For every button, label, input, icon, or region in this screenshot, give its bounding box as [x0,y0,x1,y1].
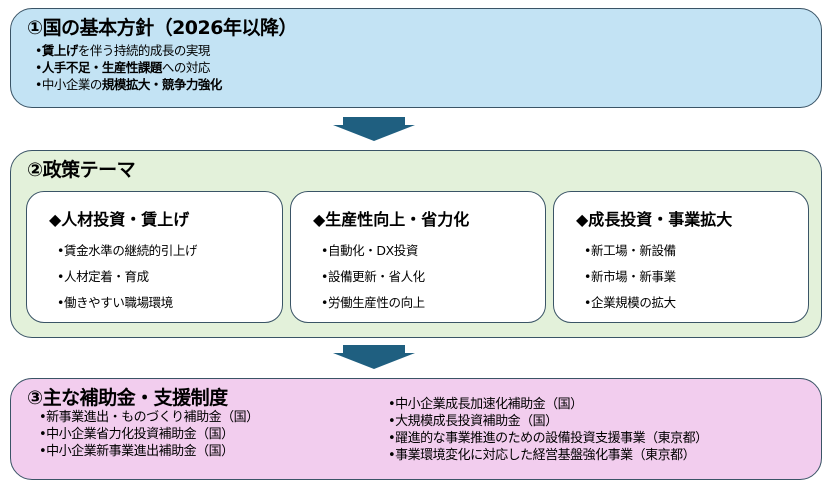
subsidy-item: •中小企業成長加速化補助金（国） [388,397,583,412]
list-item: •新工場・新設備 [584,243,676,258]
emphasis-text: 規模拡大・競争力強化 [101,77,223,92]
subsidy-item: •大規模成長投資補助金（国） [388,414,558,429]
card-title: ◆生産性向上・省力化 [313,210,470,229]
subsidy-item: •事業環境変化に対応した経営基盤強化事業（東京都） [388,448,696,463]
policy-list: •賃上げを伴う持続的成長の実現 •人手不足・生産性課題への対応 •中小企業の規模… [35,42,222,93]
section-title: ②政策テーマ [27,159,136,181]
list-item: •賃金水準の継続的引上げ [57,243,198,258]
text: •中小企業の [35,77,102,92]
down-arrow-icon [333,117,415,141]
text: を伴う持続的成長の実現 [77,43,211,58]
text: • [35,43,42,58]
subsidy-list-right: •中小企業成長加速化補助金（国） •大規模成長投資補助金（国） •躍進的な事業推… [388,396,708,464]
list-item: •新市場・新事業 [584,269,676,284]
section-national-policy: ①国の基本方針（2026年以降） •賃上げを伴う持続的成長の実現 •人手不足・生… [10,8,822,108]
policy-item: •人手不足・生産性課題への対応 [35,59,222,76]
theme-card: ◆成長投資・事業拡大 •新工場・新設備 •新市場・新事業 •企業規模の拡大 [553,191,809,323]
policy-item: •中小企業の規模拡大・競争力強化 [35,76,222,93]
section-policy-themes: ②政策テーマ ◆人材投資・賃上げ •賃金水準の継続的引上げ •人材定着・育成 •働き… [10,150,822,338]
list-item: •労働生産性の向上 [321,295,425,310]
emphasis-text: 賃上げ [41,43,79,58]
policy-item: •賃上げを伴う持続的成長の実現 [35,42,222,59]
subsidy-item: •新事業進出・ものづくり補助金（国） [39,410,259,425]
down-arrow-icon [333,345,415,369]
subsidy-list-left: •新事業進出・ものづくり補助金（国） •中小企業省力化投資補助金（国） •中小企… [39,409,259,460]
list-item: •自動化・DX投資 [321,243,418,258]
card-title: ◆人材投資・賃上げ [49,210,190,229]
list-item: •設備更新・省人化 [321,269,425,284]
text: • [35,60,42,75]
list-item: •企業規模の拡大 [584,295,676,310]
list-item: •人材定着・育成 [57,269,149,284]
section-title: ③主な補助金・支援制度 [27,387,228,409]
subsidy-item: •中小企業省力化投資補助金（国） [39,427,234,442]
list-item: •働きやすい職場環境 [57,295,173,310]
subsidy-item: •躍進的な事業推進のための設備投資支援事業（東京都） [388,431,708,446]
theme-card: ◆生産性向上・省力化 •自動化・DX投資 •設備更新・省人化 •労働生産性の向上 [290,191,546,323]
card-title: ◆成長投資・事業拡大 [576,210,733,229]
section-subsidies: ③主な補助金・支援制度 •新事業進出・ものづくり補助金（国） •中小企業省力化投… [10,378,822,480]
section-title: ①国の基本方針（2026年以降） [27,17,297,39]
theme-card: ◆人材投資・賃上げ •賃金水準の継続的引上げ •人材定着・育成 •働きやすい職場環境 [26,191,283,323]
text: への対応 [161,60,211,75]
emphasis-text: 人手不足・生産性課題 [41,60,163,75]
subsidy-item: •中小企業新事業進出補助金（国） [39,444,234,459]
